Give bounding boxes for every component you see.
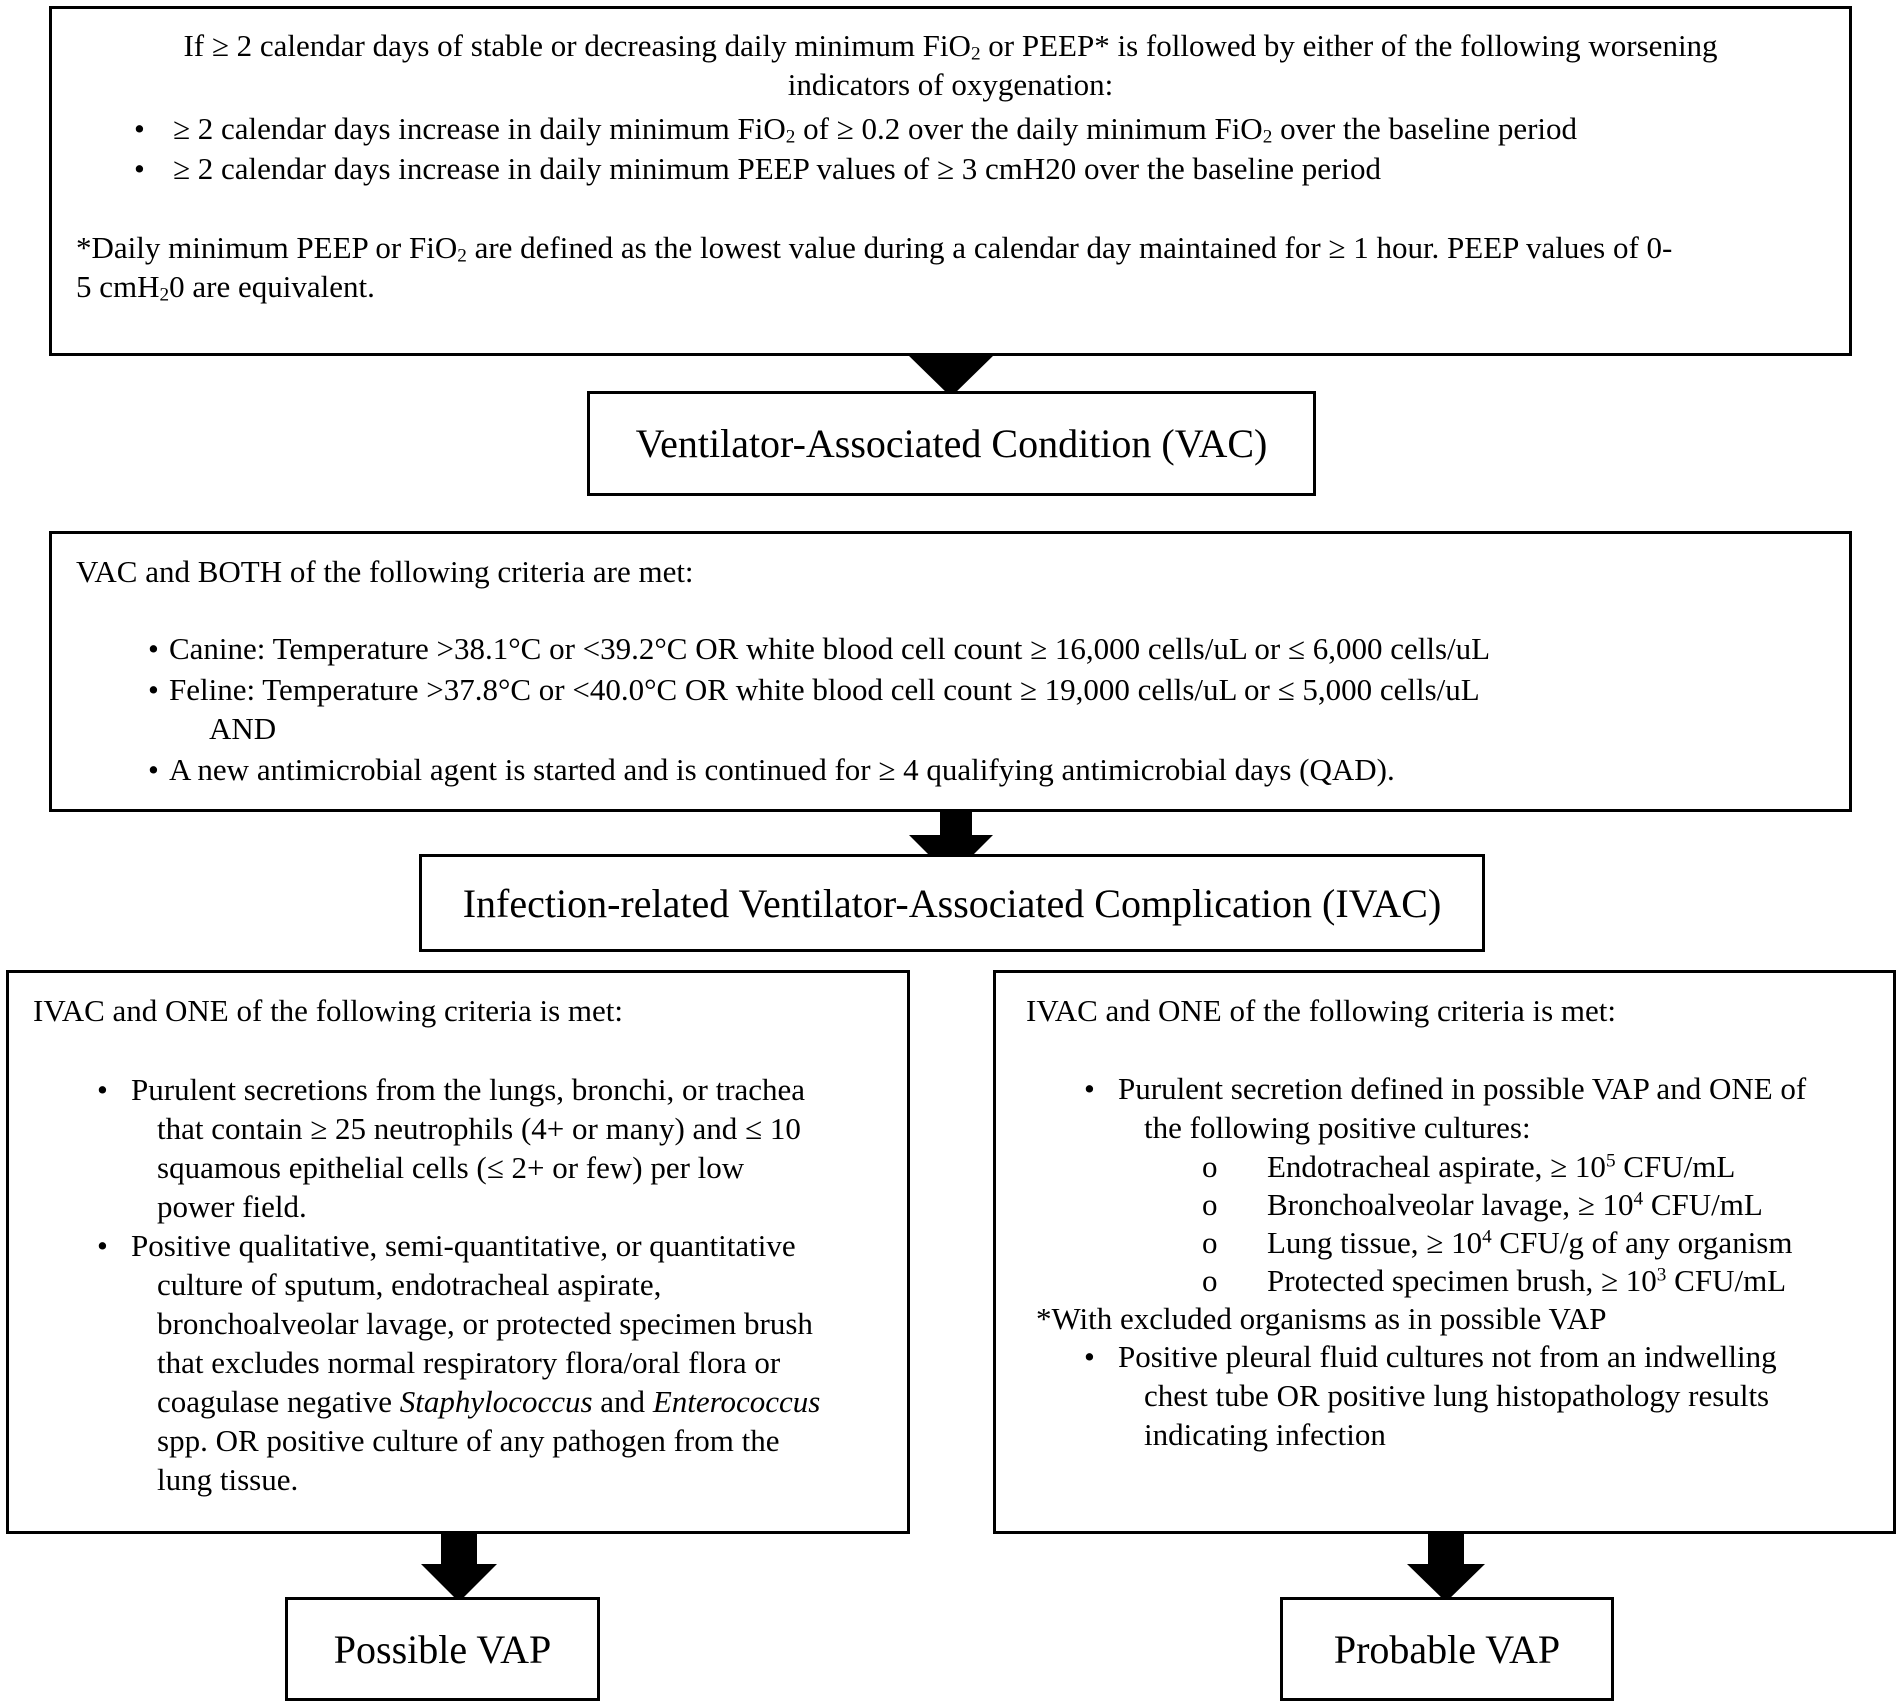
right-intro: IVAC and ONE of the following criteria i… [1026,993,1617,1028]
circle-marker: o [1202,1263,1218,1298]
criteria-intro: VAC and BOTH of the following criteria a… [76,554,694,589]
bullet-marker: • [148,752,159,787]
possible-vap-box: Possible VAP [285,1597,600,1701]
culture-line-5: coagulase negative Staphylococcus and En… [157,1384,821,1419]
excluded-organisms-note: *With excluded organisms as in possible … [1036,1301,1607,1336]
culture-lung-tissue: Lung tissue, ≥ 104 CFU/g of any organism [1267,1225,1793,1260]
circle-marker: o [1202,1225,1218,1260]
bullet-marker: • [97,1072,108,1107]
bullet-marker: • [148,631,159,666]
arrow-down-4 [1407,1516,1485,1602]
probable-vap-title: Probable VAP [1333,1626,1561,1672]
arrow-down-3 [421,1516,497,1602]
peep-criterion: ≥ 2 calendar days increase in daily mini… [173,151,1381,186]
feline-criterion: Feline: Temperature >37.8°C or <40.0°C O… [169,672,1480,707]
intro-line-1: If ≥ 2 calendar days of stable or decrea… [183,28,1718,65]
purulent-line-4: power field. [157,1189,307,1224]
culture-line-7: lung tissue. [157,1462,299,1497]
bullet-marker: • [148,672,159,707]
circle-marker: o [1202,1149,1218,1184]
probable-vap-box: Probable VAP [1280,1597,1614,1701]
bullet-marker: • [1084,1071,1095,1106]
ivac-criteria-box: VAC and BOTH of the following criteria a… [49,531,1852,812]
pleural-line-1: Positive pleural fluid cultures not from… [1118,1339,1777,1374]
culture-endotracheal: Endotracheal aspirate, ≥ 105 CFU/mL [1267,1149,1736,1184]
bullet-marker: • [134,111,145,146]
bullet-marker: • [97,1228,108,1263]
purulent-secretion-line-1: Purulent secretion defined in possible V… [1118,1071,1807,1106]
culture-line-3: bronchoalveolar lavage, or protected spe… [157,1306,813,1341]
intro-line-2: indicators of oxygenation: [787,67,1114,102]
footnote-line-1: *Daily minimum PEEP or FiO2 are defined … [76,230,1673,267]
culture-bronchoalveolar: Bronchoalveolar lavage, ≥ 104 CFU/mL [1267,1187,1763,1222]
bullet-marker: • [1084,1339,1095,1374]
circle-marker: o [1202,1187,1218,1222]
purulent-line-3: squamous epithelial cells (≤ 2+ or few) … [157,1150,745,1185]
purulent-line-2: that contain ≥ 25 neutrophils (4+ or man… [157,1111,801,1146]
and-connector: AND [209,711,277,746]
purulent-line-1: Purulent secretions from the lungs, bron… [131,1072,806,1107]
vac-box: Ventilator-Associated Condition (VAC) [587,391,1316,496]
vac-title: Ventilator-Associated Condition (VAC) [635,421,1268,466]
fio2-criterion: ≥ 2 calendar days increase in daily mini… [173,111,1578,148]
culture-line-1: Positive qualitative, semi-quantitative,… [131,1228,796,1263]
possible-vap-title: Possible VAP [333,1626,552,1672]
probable-vap-criteria-box: IVAC and ONE of the following criteria i… [993,970,1896,1534]
culture-line-2: culture of sputum, endotracheal aspirate… [157,1267,662,1302]
canine-criterion: Canine: Temperature >38.1°C or <39.2°C O… [169,631,1491,666]
left-intro: IVAC and ONE of the following criteria i… [33,993,624,1028]
possible-vap-criteria-box: IVAC and ONE of the following criteria i… [6,970,910,1534]
culture-line-4: that excludes normal respiratory flora/o… [157,1345,781,1380]
bullet-marker: • [134,151,145,186]
pleural-line-3: indicating infection [1144,1417,1386,1452]
ivac-box: Infection-related Ventilator-Associated … [419,854,1485,952]
purulent-secretion-line-2: the following positive cultures: [1144,1110,1531,1145]
culture-line-6: spp. OR positive culture of any pathogen… [157,1423,780,1458]
oxygenation-criteria-box: If ≥ 2 calendar days of stable or decrea… [49,6,1852,356]
antimicrobial-criterion: A new antimicrobial agent is started and… [169,752,1395,787]
culture-specimen-brush: Protected specimen brush, ≥ 103 CFU/mL [1267,1263,1787,1298]
ivac-title: Infection-related Ventilator-Associated … [462,880,1442,926]
footnote-line-2: 5 cmH20 are equivalent. [76,269,375,306]
pleural-line-2: chest tube OR positive lung histopatholo… [1144,1378,1770,1413]
